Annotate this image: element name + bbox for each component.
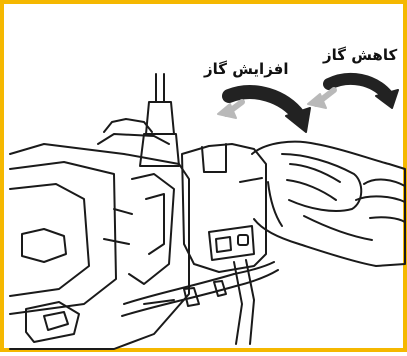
mirror-stalk xyxy=(140,74,179,166)
switch-housing xyxy=(182,144,266,272)
cables xyxy=(122,260,278,344)
increase-throttle-arrow xyxy=(218,92,310,132)
decrease-throttle-label: کاهش گاز xyxy=(323,48,397,63)
gloved-hand xyxy=(252,142,405,266)
increase-throttle-label: افزایش گاز xyxy=(204,62,289,77)
handlebar-fairing xyxy=(10,119,189,349)
decrease-throttle-arrow xyxy=(308,79,398,108)
